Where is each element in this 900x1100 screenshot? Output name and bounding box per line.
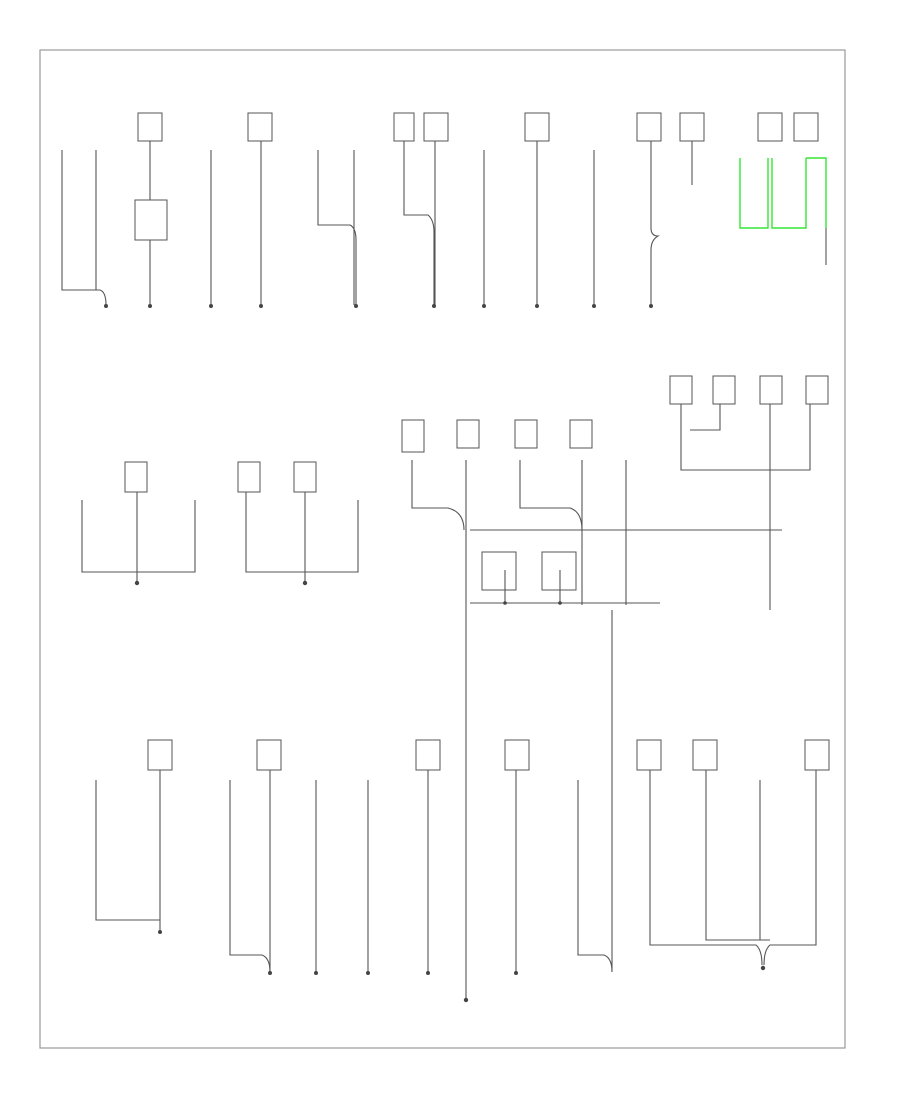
ground-wire bbox=[680, 404, 811, 471]
diode-module-box bbox=[134, 199, 168, 241]
ground-point bbox=[649, 304, 653, 308]
ground-wire bbox=[690, 404, 721, 431]
ground-wire bbox=[81, 500, 196, 573]
component-box bbox=[456, 419, 480, 449]
ground-point bbox=[259, 304, 263, 308]
ground-point bbox=[314, 971, 318, 975]
component-box bbox=[504, 739, 530, 771]
ground-point bbox=[760, 965, 766, 971]
ground-point bbox=[268, 971, 272, 975]
ground-point bbox=[482, 304, 486, 308]
highlighted-ground-wire[interactable] bbox=[771, 158, 807, 229]
component-box bbox=[137, 112, 163, 142]
component-box bbox=[237, 461, 261, 493]
component-box bbox=[669, 375, 693, 405]
component-box bbox=[393, 112, 415, 142]
relay-box bbox=[541, 551, 577, 591]
component-box bbox=[256, 739, 282, 771]
splice-point bbox=[558, 601, 562, 605]
ground-wire bbox=[61, 150, 107, 306]
component-box bbox=[636, 112, 662, 142]
component-box bbox=[147, 739, 173, 771]
relay-box bbox=[481, 551, 517, 591]
ground-wire bbox=[317, 150, 357, 305]
ground-wire bbox=[504, 570, 561, 603]
component-box bbox=[401, 419, 425, 453]
ground-point bbox=[158, 930, 162, 934]
component-box bbox=[415, 739, 441, 771]
component-box bbox=[293, 461, 317, 493]
ground-wire bbox=[229, 780, 271, 973]
top-section bbox=[61, 112, 827, 308]
component-box bbox=[423, 112, 449, 142]
ground-wire bbox=[763, 770, 817, 966]
ground-wire bbox=[577, 780, 613, 973]
ground-wire bbox=[650, 141, 661, 305]
component-box bbox=[636, 739, 662, 771]
ground-wire bbox=[649, 770, 763, 966]
middle-center-section bbox=[401, 419, 782, 1000]
component-box bbox=[805, 375, 829, 405]
ground-wire bbox=[705, 770, 770, 941]
ground-point bbox=[366, 971, 370, 975]
highlighted-ground-wire[interactable] bbox=[739, 158, 769, 229]
diagram-frame bbox=[39, 49, 846, 1049]
ground-wire bbox=[403, 141, 435, 305]
component-box bbox=[524, 112, 550, 142]
ground-point bbox=[354, 304, 358, 308]
component-box bbox=[247, 112, 273, 142]
ground-point bbox=[514, 971, 518, 975]
component-box bbox=[804, 739, 830, 771]
component-box bbox=[712, 375, 736, 405]
component-box bbox=[793, 112, 819, 142]
component-box bbox=[759, 375, 783, 405]
ground-point bbox=[134, 580, 140, 586]
ground-point bbox=[104, 304, 108, 308]
component-box bbox=[757, 112, 783, 142]
middle-right-section bbox=[669, 375, 829, 610]
component-box bbox=[569, 419, 593, 449]
ground-point bbox=[426, 971, 430, 975]
middle-left-section bbox=[81, 461, 359, 586]
ground-point bbox=[463, 997, 469, 1003]
bottom-section bbox=[95, 739, 830, 1003]
component-box bbox=[514, 419, 538, 449]
ground-wire bbox=[95, 780, 160, 921]
ground-point bbox=[148, 304, 152, 308]
splice-point bbox=[503, 601, 507, 605]
highlighted-ground-wire[interactable] bbox=[806, 157, 827, 228]
component-box bbox=[679, 112, 705, 142]
ground-wire bbox=[411, 460, 465, 531]
ground-point bbox=[209, 304, 213, 308]
ground-point bbox=[302, 580, 308, 586]
component-box bbox=[692, 739, 718, 771]
component-box bbox=[124, 461, 148, 493]
ground-point bbox=[432, 304, 436, 308]
ground-wire bbox=[245, 492, 359, 573]
ground-wire bbox=[519, 460, 583, 531]
ground-point bbox=[592, 304, 596, 308]
ground-point bbox=[535, 304, 539, 308]
